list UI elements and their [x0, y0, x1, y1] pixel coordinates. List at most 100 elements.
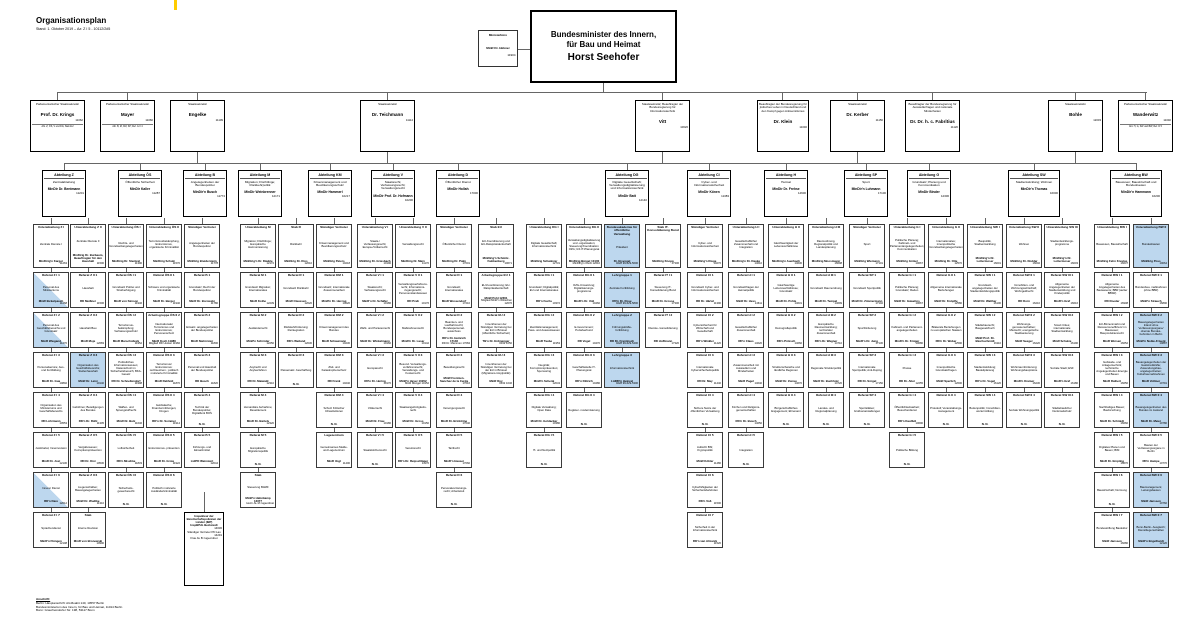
- unit-head: MinDirig Peters: [323, 258, 345, 263]
- unit-tel: 14630: [794, 261, 802, 265]
- unit-head: MinDirig Dr. Burbaum, Beauftragter für d…: [72, 252, 104, 263]
- referat-tel: 11480: [713, 461, 721, 465]
- unit-title: Ständiger Vertreter: [320, 225, 348, 230]
- department-code: Abteilung KM: [310, 173, 350, 179]
- referat-head: MinR von Simson: [113, 298, 139, 303]
- referat-title: Referat H III 4: [816, 393, 836, 398]
- referat-tel: 10553: [59, 421, 67, 425]
- referat-head: RD Roeder: [1104, 298, 1120, 303]
- unit-head: MinDirig Götzel: [896, 258, 918, 263]
- referat-head: MinR Wersen: [1102, 338, 1122, 343]
- referat-head: MinR Schulze: [1052, 338, 1072, 343]
- unit-label: Bundesbauten: [1141, 242, 1161, 247]
- referat-title: Referat G I 1: [897, 273, 917, 278]
- department-head: MinDir Dr. Frehse: [772, 186, 800, 191]
- referat-tel: Herrn AL M zugeordnet: [246, 501, 274, 505]
- referat-title: Referat B 2: [193, 313, 211, 318]
- referat-title: Referat B 3: [193, 353, 211, 358]
- referat-label: Internationale Sportpolitik; Anti-Doping: [852, 364, 882, 372]
- department-head: MinDir Könen: [698, 190, 720, 195]
- referat-title: Stab: [84, 513, 92, 518]
- referat-head: N. N.: [942, 421, 950, 426]
- leadership-note: Abt. Z, ÖS, V und DG; Stab EU: [32, 124, 83, 128]
- referat-head: MinR Dr. Grosse: [651, 298, 675, 303]
- department-tel: 10217: [341, 194, 350, 199]
- referat-head: MinR'n Dr. Herzog: [321, 298, 347, 303]
- unit-title: Unterabteilung DG II: [569, 225, 599, 230]
- referat-head: N. N.: [292, 381, 300, 386]
- referat-tel: 11914: [172, 421, 180, 425]
- connector-line: [1034, 163, 1035, 170]
- referat-title: Referat SW III 4: [1050, 393, 1074, 398]
- referat-label: Geschäftsstelle IT-Planungsrat: [572, 364, 596, 372]
- referat-head: RD'n Dr. Rose: [612, 298, 632, 303]
- referat-head: MinR'n Hauser: [443, 458, 465, 463]
- unit-head: MinDirig Dr. Stentzel: [111, 258, 141, 263]
- referat-title: Referat G I 3: [897, 353, 917, 358]
- referat-head: MinR'n Strauch: [1140, 298, 1162, 303]
- referat-tel: 16100: [993, 301, 1001, 305]
- referat-label: Allgemeine Angelegenheiten des Bauwesens…: [1096, 281, 1128, 295]
- referat-label: Wahl- und Parteienrecht: [359, 326, 391, 331]
- referat-head: MinR'n Graf: [1053, 378, 1071, 383]
- referat-label: Landes- und Regionalplanung: [815, 406, 837, 414]
- unit-tel: 17101: [875, 261, 883, 265]
- referat-box: Referat H III 4 Landes- und Regionalplanu…: [808, 392, 844, 428]
- unit-tel: 12570: [954, 261, 962, 265]
- referat-label: Humanitäre Aufnahme; Resettlement: [243, 404, 273, 412]
- referat-title: Referat SW II 3: [1013, 353, 1035, 358]
- referat-tel: 11310: [96, 501, 104, 505]
- referat-tel: 16180: [1070, 381, 1078, 385]
- referat-tel: MinR Mengel 10152: [404, 381, 429, 385]
- referat-label: Sicherheits- gewerberecht: [117, 486, 135, 494]
- referat-title: Referat V II 5: [403, 433, 423, 438]
- referat-title: Referat Z II 1: [78, 273, 98, 278]
- unit-tel: 16637: [1120, 261, 1128, 265]
- referat-title: Referat Z I 6: [42, 473, 60, 478]
- referat-title: Referat DG I 4: [533, 393, 555, 398]
- connector-line: [205, 163, 206, 170]
- referat-title: Referat G II 1: [936, 273, 956, 278]
- department-label: Staatsrecht; Verfassungsrecht; Verwaltun…: [380, 179, 406, 191]
- referat-label: Politische Bildung: [895, 447, 919, 452]
- referat-tel: 11870: [172, 381, 180, 385]
- referat-label: Innenthemen der Ständigen Vertretung bei…: [480, 361, 512, 375]
- referat-head: RD Busch: [195, 378, 209, 383]
- department-code: Abteilung BW: [1112, 173, 1160, 179]
- referat-tel: 12012: [59, 501, 67, 505]
- referat-tel: 10180: [383, 421, 391, 425]
- footer-heading: Anschrift:: [36, 597, 51, 601]
- department-code: Abteilung H: [766, 173, 806, 179]
- referat-title: Referat M 1: [249, 273, 267, 278]
- referat-label: Gebäude- und Anlagentechnik; technische …: [1096, 360, 1128, 377]
- referat-label: Schwere und organisierte Kriminalität: [148, 284, 180, 292]
- referat-title: Referat Z II 5: [78, 433, 98, 438]
- referat-tel: 12320: [266, 421, 274, 425]
- referat-tel: 11305: [96, 421, 104, 425]
- unit-head: MinDirig Breiderstein: [187, 258, 217, 263]
- referat-tel: 11646: [134, 421, 142, 425]
- referat-head: MinR Dr. Walther: [973, 298, 997, 303]
- unit-title: Stab IT-Konsolidierung Bund: [647, 225, 679, 233]
- unit-label: Digitale Gesellschaft; Informationstechn…: [530, 240, 558, 248]
- referat-label: Innerer Dienst: [42, 486, 60, 491]
- connector-line: [662, 152, 663, 163]
